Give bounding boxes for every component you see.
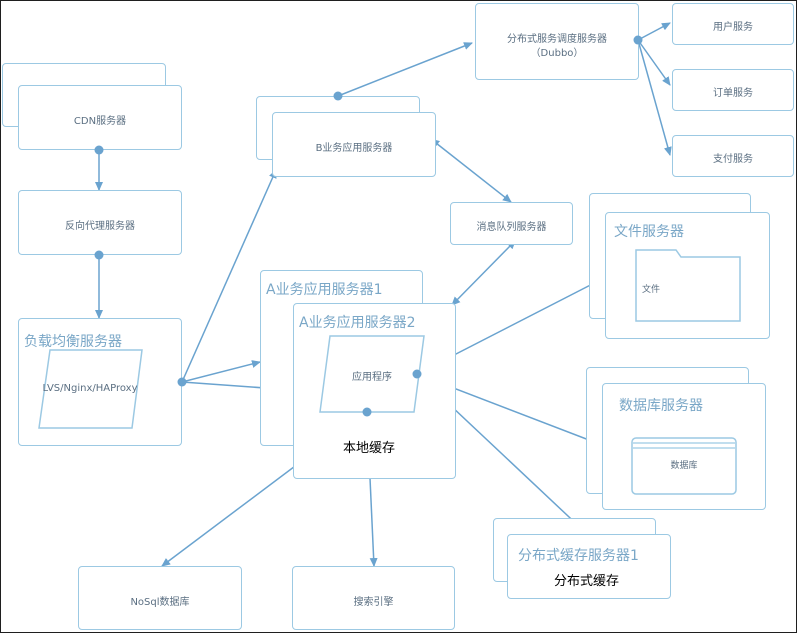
a-app-server2-title: A业务应用服务器2 bbox=[299, 315, 416, 331]
file-inner-label: 文件 bbox=[641, 285, 660, 295]
search-engine-node: 搜索引擎 bbox=[292, 566, 455, 630]
dubbo-to-order-line bbox=[637, 39, 671, 86]
load-balancer-inner-label: LVS/Nginx/HAProxy bbox=[42, 383, 138, 394]
search-engine-label: 搜索引擎 bbox=[353, 597, 394, 608]
mq-a-app-line bbox=[451, 240, 516, 306]
dubbo-to-user-line bbox=[637, 22, 671, 41]
a-app-server1-title: A业务应用服务器1 bbox=[266, 282, 383, 298]
dubbo-to-payment-line bbox=[637, 39, 672, 156]
b-app-server-label: B业务应用服务器 bbox=[315, 143, 393, 154]
nosql-node: NoSql数据库 bbox=[78, 566, 242, 630]
app-program-bottom-dot bbox=[362, 407, 372, 417]
dubbo-label-line1: 分布式服务调度服务器 bbox=[507, 34, 607, 45]
lb-to-b-app-line bbox=[181, 169, 277, 383]
b-app-server-node: B业务应用服务器 bbox=[272, 112, 436, 177]
reverse-proxy-label: 反向代理服务器 bbox=[65, 221, 135, 232]
order-service-node: 订单服务 bbox=[672, 69, 794, 111]
b-app-dot bbox=[333, 91, 343, 101]
local-cache-label: 本地缓存 bbox=[343, 441, 396, 456]
nosql-label: NoSql数据库 bbox=[130, 597, 190, 608]
proxy-dot bbox=[94, 250, 104, 260]
order-service-label: 订单服务 bbox=[713, 88, 753, 99]
user-service-node: 用户服务 bbox=[672, 3, 794, 45]
b-app-to-dubbo-line bbox=[337, 42, 473, 97]
dubbo-label-line2: （Dubbo） bbox=[530, 48, 584, 59]
user-service-label: 用户服务 bbox=[713, 22, 753, 33]
dist-cache-inner-label: 分布式缓存 bbox=[554, 574, 620, 589]
message-queue-node: 消息队列服务器 bbox=[450, 202, 573, 245]
load-balancer-title: 负载均衡服务器 bbox=[24, 334, 122, 350]
cdn-server-label: CDN服务器 bbox=[73, 116, 127, 127]
cdn-dot bbox=[94, 145, 104, 155]
dist-cache-title: 分布式缓存服务器1 bbox=[518, 548, 639, 564]
dubbo-node: 分布式服务调度服务器 （Dubbo） bbox=[475, 3, 639, 80]
lb-to-a-app1-line bbox=[181, 360, 261, 383]
b-app-mq-line bbox=[430, 138, 512, 203]
lb-dot bbox=[177, 377, 187, 387]
file-server-title: 文件服务器 bbox=[614, 224, 684, 240]
app-program-label: 应用程序 bbox=[352, 372, 392, 383]
cdn-server-node: CDN服务器 bbox=[18, 85, 182, 150]
db-server-title: 数据库服务器 bbox=[619, 398, 703, 414]
a-app-server2-node: A业务应用服务器2 bbox=[293, 303, 456, 479]
message-queue-label: 消息队列服务器 bbox=[476, 222, 547, 233]
dist-cache-node: 分布式缓存服务器1 分布式缓存 bbox=[507, 534, 671, 599]
payment-service-node: 支付服务 bbox=[672, 135, 794, 177]
app-program-right-dot bbox=[412, 369, 422, 379]
dubbo-dot bbox=[633, 35, 643, 45]
db-inner-label: 数据库 bbox=[670, 461, 698, 471]
payment-service-label: 支付服务 bbox=[713, 154, 753, 165]
